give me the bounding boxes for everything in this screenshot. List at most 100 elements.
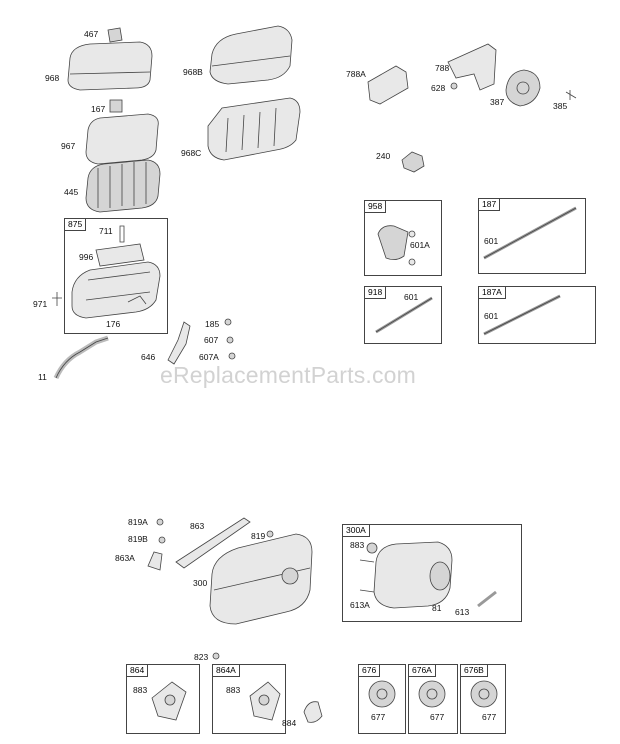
part-996-element (95, 243, 145, 267)
box-tag-864: 864 (126, 664, 149, 677)
callout-385: 385 (553, 101, 568, 111)
callout-300: 300 (193, 578, 208, 588)
callout-967: 967 (61, 141, 76, 151)
group-box-958: 958 (364, 200, 442, 276)
box-tag-300A: 300A (342, 524, 370, 537)
part-11-tube (53, 335, 109, 380)
part-788-bracket (447, 43, 497, 91)
callout-613: 613 (455, 607, 470, 617)
part-788A-bracket (367, 65, 409, 105)
callout-185: 185 (205, 319, 220, 329)
callout-176: 176 (106, 319, 121, 329)
part-607A (228, 352, 236, 360)
group-box-187: 187 (478, 198, 586, 274)
group-box-676: 676 (358, 664, 406, 734)
callout-601A: 601A (410, 240, 430, 250)
callout-968C: 968C (181, 148, 202, 158)
box-tag-676A: 676A (408, 664, 436, 677)
part-676B-arrestor (470, 680, 498, 708)
box-tag-676: 676 (358, 664, 381, 677)
box-tag-918: 918 (364, 286, 387, 299)
part-613-pipe (477, 590, 497, 608)
callout-167: 167 (91, 104, 106, 114)
part-445-filter (85, 159, 161, 213)
callout-863A: 863A (115, 553, 135, 563)
callout-968B: 968B (183, 67, 203, 77)
group-box-864A: 864A (212, 664, 286, 734)
part-676A-arrestor (418, 680, 446, 708)
part-968B-cover (209, 25, 293, 85)
box-tag-958: 958 (364, 200, 387, 213)
part-883-gasket (366, 542, 378, 554)
callout-819: 819 (251, 531, 266, 541)
part-971-bolt (52, 292, 62, 306)
part-968-cover (67, 41, 153, 91)
part-967-precleaner (85, 113, 159, 165)
callout-677-676: 677 (371, 712, 386, 722)
part-167 (109, 99, 123, 113)
part-646-bracket (167, 321, 191, 365)
callout-883-864A: 883 (226, 685, 241, 695)
group-box-187A: 187A (478, 286, 596, 344)
group-box-864: 864 (126, 664, 200, 734)
part-863-bracket (175, 517, 251, 569)
callout-971: 971 (33, 299, 48, 309)
part-819 (266, 530, 274, 538)
callout-628: 628 (431, 83, 446, 93)
callout-601-187A: 601 (484, 311, 499, 321)
box-tag-187A: 187A (478, 286, 506, 299)
callout-601-918: 601 (404, 292, 419, 302)
part-958-pump (377, 225, 409, 260)
part-240 (401, 151, 425, 173)
part-300A-muffler (373, 541, 453, 609)
part-385 (565, 90, 577, 100)
box-tag-187: 187 (478, 198, 501, 211)
callout-81: 81 (432, 603, 442, 613)
callout-601-187: 601 (484, 236, 499, 246)
callout-883-864: 883 (133, 685, 148, 695)
part-387-governor (505, 69, 541, 107)
part-467-knob (107, 27, 123, 43)
part-676-arrestor (368, 680, 396, 708)
group-box-300A: 300A (342, 524, 522, 622)
callout-613A: 613A (350, 600, 370, 610)
box-tag-875: 875 (64, 218, 87, 231)
callout-677-676B: 677 (482, 712, 497, 722)
callout-677-676A: 677 (430, 712, 445, 722)
part-819A (156, 518, 164, 526)
callout-11: 11 (38, 372, 47, 382)
callout-819B: 819B (128, 534, 148, 544)
callout-607: 607 (204, 335, 219, 345)
watermark: eReplacementParts.com (160, 362, 417, 388)
callout-996: 996 (79, 252, 94, 262)
callout-711: 711 (99, 226, 113, 236)
callout-884: 884 (282, 718, 297, 728)
part-628 (450, 82, 458, 90)
callout-819A: 819A (128, 517, 148, 527)
part-607 (226, 336, 234, 344)
part-875-base (71, 261, 161, 319)
callout-863: 863 (190, 521, 205, 531)
callout-823: 823 (194, 652, 209, 662)
callout-788: 788 (435, 63, 450, 73)
part-185 (224, 318, 232, 326)
part-863A (147, 551, 163, 571)
group-box-875: 875 (64, 218, 168, 334)
box-tag-864A: 864A (212, 664, 240, 677)
callout-883-300A: 883 (350, 540, 365, 550)
callout-968: 968 (45, 73, 60, 83)
callout-646: 646 (141, 352, 156, 362)
group-box-676B: 676B (460, 664, 506, 734)
part-823 (212, 652, 220, 660)
callout-240: 240 (376, 151, 391, 161)
callout-445: 445 (64, 187, 79, 197)
part-884-clamp (303, 701, 323, 723)
callout-607A: 607A (199, 352, 219, 362)
part-968C-base (207, 97, 301, 161)
part-711-bolt (119, 225, 125, 243)
part-176 (127, 295, 147, 305)
box-tag-676B: 676B (460, 664, 488, 677)
callout-788A: 788A (346, 69, 366, 79)
